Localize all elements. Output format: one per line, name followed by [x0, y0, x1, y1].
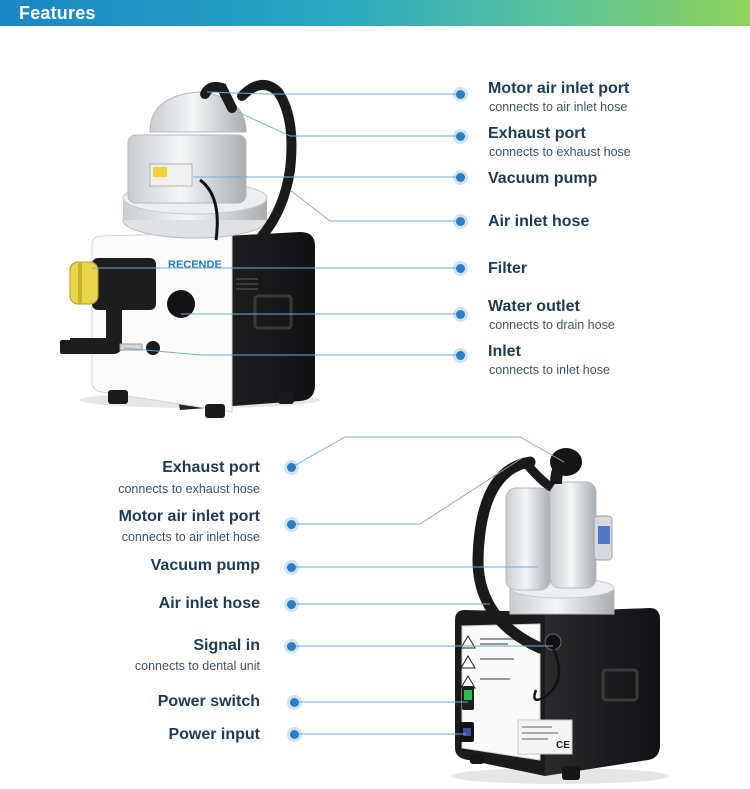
- bottom-label-air-inlet-hose: Air inlet hose: [158, 595, 260, 612]
- bottom-label-signal-in: Signal in: [193, 637, 260, 654]
- bottom-device: CE: [450, 448, 670, 784]
- top-device: RECENDE: [60, 80, 320, 418]
- top-filter-housing: [92, 258, 156, 310]
- top-air-inlet-hose: [237, 80, 297, 241]
- top-label-water-outlet: Water outlet: [488, 298, 580, 315]
- top-sub-inlet: connects to inlet hose: [489, 363, 610, 377]
- bottom-callout-dot-motor-air-inlet: [287, 520, 296, 529]
- bottom-vacuum-pump: [505, 487, 551, 591]
- bottom-label-power-switch: Power switch: [157, 693, 260, 710]
- bottom-sub-signal-in: connects to dental unit: [134, 659, 260, 673]
- bottom-callout-dot-exhaust: [287, 463, 296, 472]
- features-header: Features: [0, 0, 750, 26]
- bottom-air-inlet-hose: [472, 456, 546, 654]
- bottom-exhaust-port: [550, 448, 582, 476]
- bottom-label-vacuum-pump: Vacuum pump: [150, 557, 260, 574]
- bottom-leader-lines: [291, 436, 565, 735]
- top-brand-logo: RECENDE: [168, 259, 222, 271]
- bottom-label-power-input: Power input: [168, 726, 260, 743]
- product-illustration: RECENDE CE: [60, 80, 670, 784]
- bottom-callout-dot-power-switch: [290, 698, 299, 707]
- bottom-callout-dot-vacuum-pump: [287, 563, 296, 572]
- top-callout-dot-motor-air-inlet: [456, 90, 465, 99]
- top-sub-exhaust-port: connects to exhaust hose: [489, 145, 631, 159]
- bottom-sub-motor-air-inlet-port: connects to air inlet hose: [121, 530, 260, 544]
- top-callout-dot-filter: [456, 264, 465, 273]
- top-label-exhaust-port: Exhaust port: [488, 125, 586, 142]
- top-label-air-inlet-hose: Air inlet hose: [488, 213, 590, 230]
- ce-mark: CE: [556, 740, 570, 751]
- bottom-callout-dot-signal-in: [287, 642, 296, 651]
- top-sub-water-outlet: connects to drain hose: [489, 318, 615, 332]
- bottom-callout-dot-air-inlet-hose: [287, 600, 296, 609]
- top-leader-lines: [92, 91, 460, 356]
- header-title: Features: [19, 3, 96, 23]
- bottom-callout-dot-power-input: [290, 730, 299, 739]
- top-filter-cap: [69, 261, 99, 305]
- bottom-label-motor-air-inlet-port: Motor air inlet port: [118, 508, 260, 525]
- bottom-sub-exhaust-port: connects to exhaust hose: [118, 482, 260, 496]
- top-label-filter: Filter: [488, 260, 528, 277]
- top-callout-dot-water-outlet: [456, 310, 465, 319]
- top-label-motor-air-inlet-port: Motor air inlet port: [488, 80, 630, 97]
- bottom-label-exhaust-port: Exhaust port: [162, 459, 260, 476]
- top-callout-dot-exhaust: [456, 132, 465, 141]
- top-callout-dot-air-inlet-hose: [456, 217, 465, 226]
- top-label-vacuum-pump: Vacuum pump: [488, 170, 598, 187]
- top-sub-motor-air-inlet-port: connects to air inlet hose: [489, 100, 628, 114]
- top-callout-dot-inlet: [456, 351, 465, 360]
- top-label-inlet: Inlet: [488, 343, 521, 360]
- top-callout-dot-vacuum-pump: [456, 173, 465, 182]
